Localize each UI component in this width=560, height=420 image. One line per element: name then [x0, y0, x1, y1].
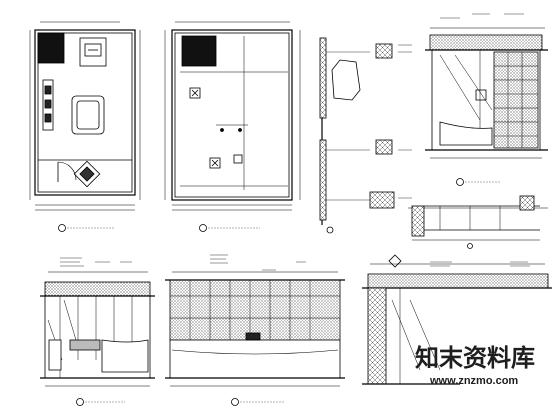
column-block [37, 32, 65, 64]
floor-plan-1 [29, 21, 141, 232]
elevation-c [165, 271, 345, 406]
elevation-d [362, 254, 552, 385]
detail-plan [408, 195, 548, 249]
section-detail [319, 37, 412, 234]
watermark-text: 知末资料库 [415, 344, 535, 372]
watermark-url: www.znzmo.com [429, 375, 518, 387]
elevation-a [425, 27, 548, 186]
watermark: 知末资料库 www.znzmo.com [415, 344, 535, 387]
elevation-b [40, 271, 155, 406]
annotation-leaders [60, 13, 530, 271]
ceiling-plan-2 [164, 21, 301, 232]
